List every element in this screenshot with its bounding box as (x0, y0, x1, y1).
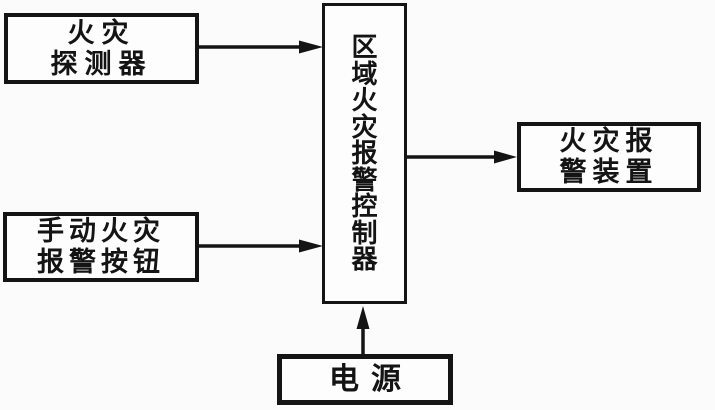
arrow-power-to-controller (356, 306, 370, 354)
power-supply-label: 电源 (329, 362, 413, 396)
arrowhead-up-icon (356, 306, 370, 329)
arrowhead-right-icon (299, 40, 323, 54)
alarm-device-box: 火灾报 警装置 (517, 122, 701, 192)
manual-alarm-button-box: 手动火灾 报警按钮 (3, 212, 199, 282)
fire-detector-label: 火灾 探测器 (50, 17, 153, 79)
zone-alarm-controller-label: 区 域 火 灾 报 警 控 制 器 (351, 32, 378, 275)
zone-alarm-controller-box: 区 域 火 灾 报 警 控 制 器 (322, 3, 407, 304)
arrow-controller-to-device (407, 150, 517, 164)
manual-alarm-button-label: 手动火灾 报警按钮 (37, 216, 165, 277)
alarm-device-label: 火灾报 警装置 (559, 126, 659, 187)
arrowhead-right-icon (494, 150, 517, 164)
arrow-detector-to-controller (199, 40, 323, 54)
fire-detector-box: 火灾 探测器 (4, 13, 199, 84)
arrow-button-to-controller (199, 239, 323, 253)
power-supply-box: 电源 (277, 354, 453, 405)
arrowhead-right-icon (299, 239, 323, 253)
